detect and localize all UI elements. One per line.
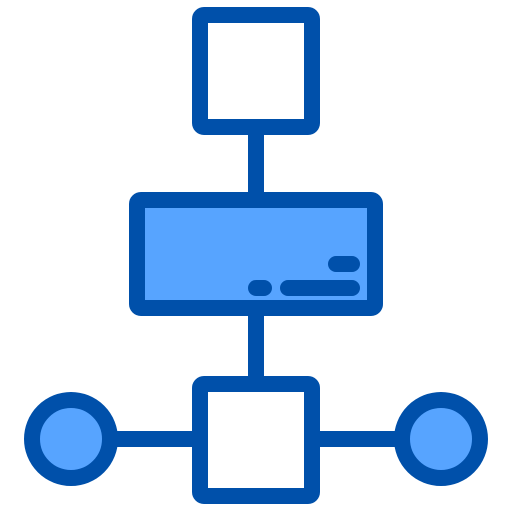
right-circle-node <box>394 392 488 486</box>
top-square-node <box>192 7 320 135</box>
connector-top-vertical <box>248 128 264 198</box>
text-line-dot <box>248 280 272 296</box>
bottom-square-node <box>192 376 320 504</box>
connector-left-horizontal <box>110 431 198 447</box>
text-line-short-top <box>328 256 360 272</box>
connector-right-horizontal <box>314 431 402 447</box>
connector-middle-vertical <box>248 312 264 382</box>
text-line-long <box>280 280 360 296</box>
left-circle-node <box>24 392 118 486</box>
